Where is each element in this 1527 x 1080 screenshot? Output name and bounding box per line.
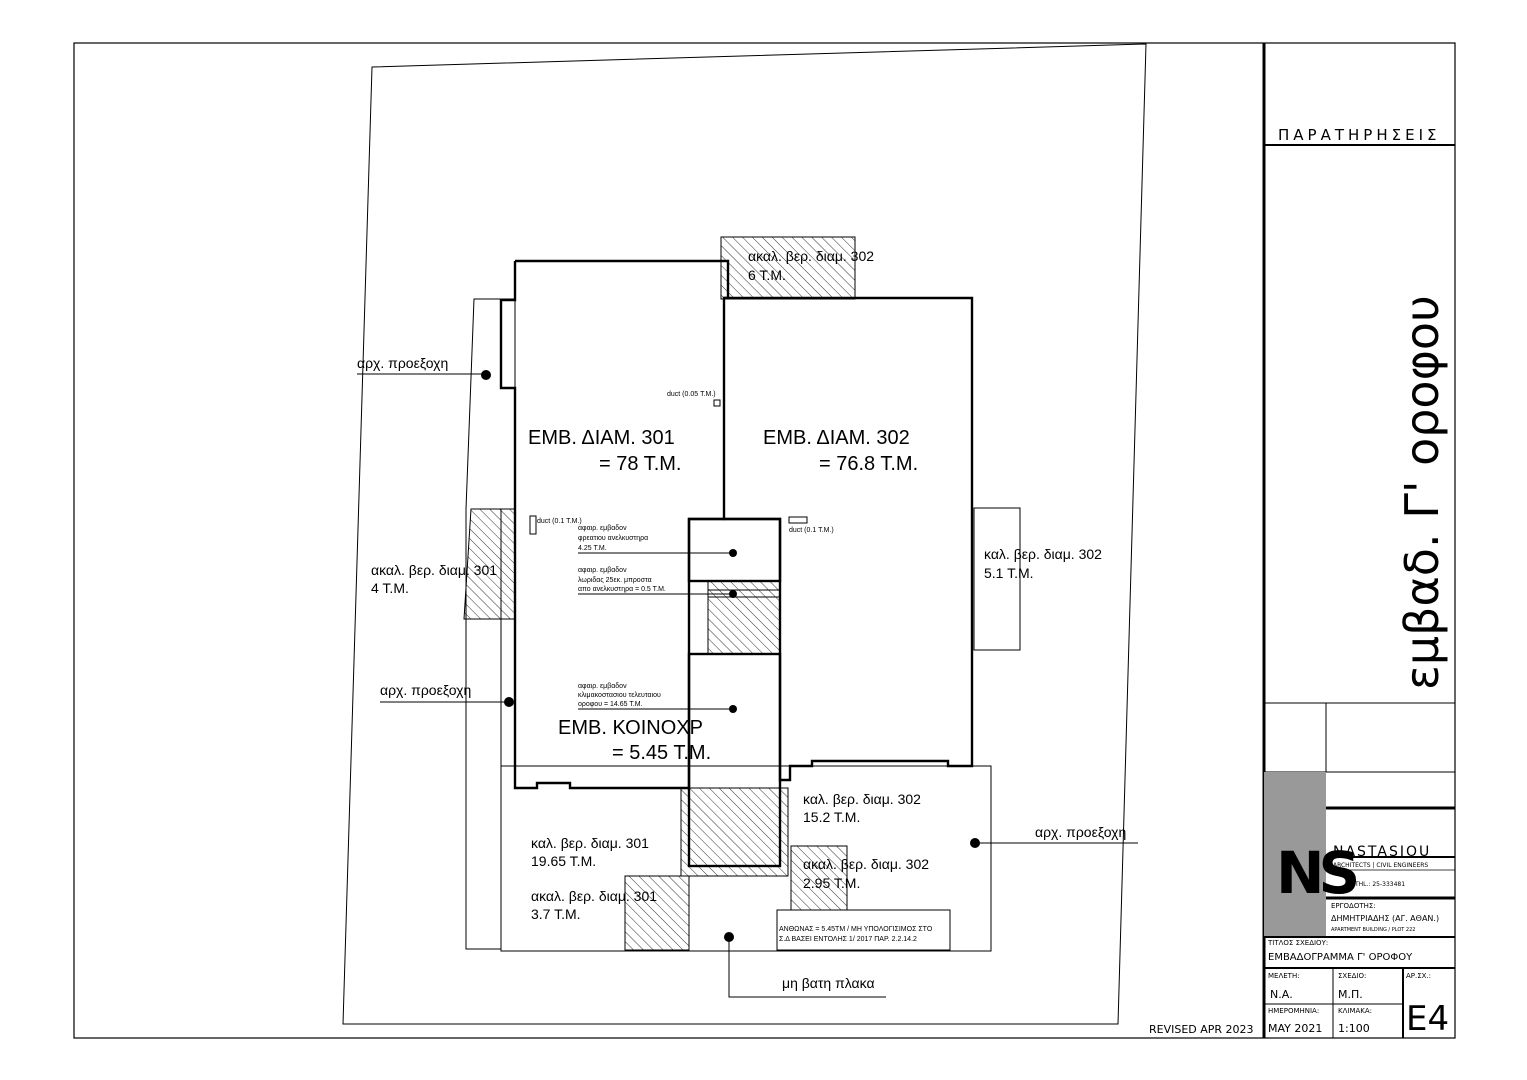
uncovered-301-left-area: 4 Τ.Μ.: [371, 580, 409, 596]
apt-301-title: ΕΜΒ. ΔΙΑΜ. 301: [528, 427, 675, 449]
projection-label-right: αρχ. προεξοχη: [1035, 824, 1126, 840]
note-shaft: φρεατιου ανελκυστηρα: [578, 535, 648, 542]
number-label: ΑΡ.ΣΧ.:: [1406, 972, 1431, 980]
study-label: ΜΕΛΕΤΗ:: [1268, 972, 1300, 980]
projection-outline-left: [465, 298, 516, 950]
drawing-vertical-title: εμβαδ. Γ' οροφου: [1395, 295, 1449, 690]
duct-marker: [713, 399, 721, 407]
revision-note: REVISED APR 2023: [1149, 1023, 1254, 1036]
drawing-title-label: ΤΙΤΛΟΣ ΣΧΕΔΙΟΥ:: [1267, 939, 1328, 947]
stair-note-box: [776, 909, 951, 951]
covered-301-bottom-label: καλ. βερ. διαμ. 301: [531, 835, 649, 851]
hatch-uncovered-302-top: [720, 236, 856, 300]
uncovered-302-top-area: 6 Τ.Μ.: [748, 267, 786, 283]
titleblock: [1264, 144, 1455, 1038]
uncovered-302-bottom-area: 2.95 Τ.Μ.: [803, 875, 860, 891]
scale-label: ΚΛΙΜΑΚΑ:: [1338, 1007, 1372, 1015]
note-stair: αφαιρ. εμβαδον: [578, 683, 627, 690]
logo-mark: NS: [1276, 839, 1357, 907]
apartment-302-outline: [724, 296, 974, 782]
projection-label-top-left: αρχ. προεξοχη: [357, 355, 448, 371]
common-area-title: ΕΜΒ. ΚΟΙΝΟΧΡ: [558, 717, 703, 739]
covered-302-bottom-area: 15.2 Τ.Μ.: [803, 809, 860, 825]
client-label: ΕΡΓΟΔΟΤΗΣ:: [1331, 902, 1376, 910]
logo-panel: [1264, 772, 1326, 937]
staircase: [687, 652, 782, 868]
uncovered-302-right-area: 5.1 Τ.Μ.: [984, 565, 1034, 581]
leaders: [357, 370, 1138, 998]
date-label: ΗΜΕΡΟΜΗΝΙΑ:: [1268, 1007, 1319, 1015]
note-shaft: 4.25 Τ.Μ.: [578, 545, 607, 552]
apt-301-area: = 78 Τ.Μ.: [599, 453, 681, 475]
covered-302-bottom-label: καλ. βερ. διαμ. 302: [803, 791, 921, 807]
uncovered-301-bottom-area: 3.7 Τ.Μ.: [531, 906, 581, 922]
date-value: MAY 2021: [1268, 1022, 1322, 1035]
hatch-uncovered-301-bottom: [624, 875, 690, 951]
uncovered-302-bottom-label: ακαλ. βερ. διαμ. 302: [803, 856, 929, 872]
note-strip: απο ανελκυστηρα = 0.5 Τ.Μ.: [578, 586, 666, 593]
duct-label: duct (0.1 Τ.Μ.): [789, 527, 834, 534]
duct-label: duct (0.05 Τ.Μ.): [667, 391, 716, 398]
uncovered-301-left-label: ακαλ. βερ. διαμ. 301: [371, 562, 497, 578]
duct-marker: [529, 515, 537, 535]
projection-outline-bottom: [500, 765, 992, 952]
study-value: Ν.Α.: [1270, 988, 1293, 1001]
projection-label-left: αρχ. προεξοχη: [380, 682, 471, 698]
hatch-elevator-strip: [707, 580, 781, 655]
uncovered-301-bottom-label: ακαλ. βερ. διαμ. 301: [531, 888, 657, 904]
client-name: ΔΗΜΗΤΡΙΑΔΗΣ (ΑΓ. ΑΘΑΝ.): [1331, 914, 1439, 923]
firm-tagline: ARCHITECTS | CIVIL ENGINEERS: [1333, 862, 1428, 869]
stair-note-line2: Σ.Δ ΒΑΣΕΙ ΕΝΤΟΛΗΣ 1/ 2017 ΠΑΡ. 2.2.14.2: [779, 936, 917, 943]
uncovered-302-right-label: καλ. βερ. διαμ. 302: [984, 546, 1102, 562]
remarks-header: ΠΑΡΑΤΗΡΗΣΕΙΣ: [1278, 126, 1440, 144]
duct-label: duct (0.1 Τ.Μ.): [537, 518, 582, 525]
firm-telephone: ΤΗL.: 25-333481: [1354, 881, 1405, 888]
plot-boundary: [342, 43, 1147, 1025]
drawn-value: Μ.Π.: [1338, 988, 1363, 1001]
note-shaft: αφαιρ. εμβαδον: [578, 525, 627, 532]
note-strip: αφαιρ. εμβαδον: [578, 567, 627, 574]
uncovered-302-top-label: ακαλ. βερ. διαμ. 302: [748, 248, 874, 264]
drawing-number: Ε4: [1406, 999, 1449, 1039]
firm-name: NASTASIOU: [1333, 844, 1431, 860]
note-strip: λωριδας 25εκ. μπροστα: [578, 577, 652, 584]
note-stair: κλιμακοστασιου τελευταιου: [578, 692, 661, 699]
apt-302-title: ΕΜΒ. ΔΙΑΜ. 302: [763, 427, 910, 449]
covered-301-bottom-area: 19.65 Τ.Μ.: [531, 853, 596, 869]
project-name: APARTMENT BUILDING / PLOT 222: [1331, 927, 1415, 933]
drawn-label: ΣΧΕΔΙΟ:: [1338, 972, 1366, 980]
hatch-stair-surround: [680, 787, 789, 877]
note-stair: οροφου = 14.65 Τ.Μ.: [578, 701, 643, 708]
non-walkable-slab-label: μη βατη πλακα: [782, 975, 875, 991]
uncovered-302-right-outline: [973, 507, 1021, 651]
common-area-value: = 5.45 Τ.Μ.: [612, 742, 711, 764]
sheet-border: [73, 42, 1456, 1039]
duct-marker: [788, 516, 808, 524]
drawing-title: ΕΜΒΑΔΟΓΡΑΜΜΑ Γ' ΟΡΟΦΟΥ: [1268, 952, 1413, 963]
apt-302-area: = 76.8 Τ.Μ.: [819, 453, 918, 475]
stair-note-line1: ΑΝΘΩΝΑΣ = 5.45ΤΜ / ΜΗ ΥΠΟΛΟΓΙΣΙΜΟΣ ΣΤΟ: [779, 926, 933, 933]
scale-value: 1:100: [1338, 1022, 1370, 1035]
elevator-shaft: [687, 517, 782, 583]
